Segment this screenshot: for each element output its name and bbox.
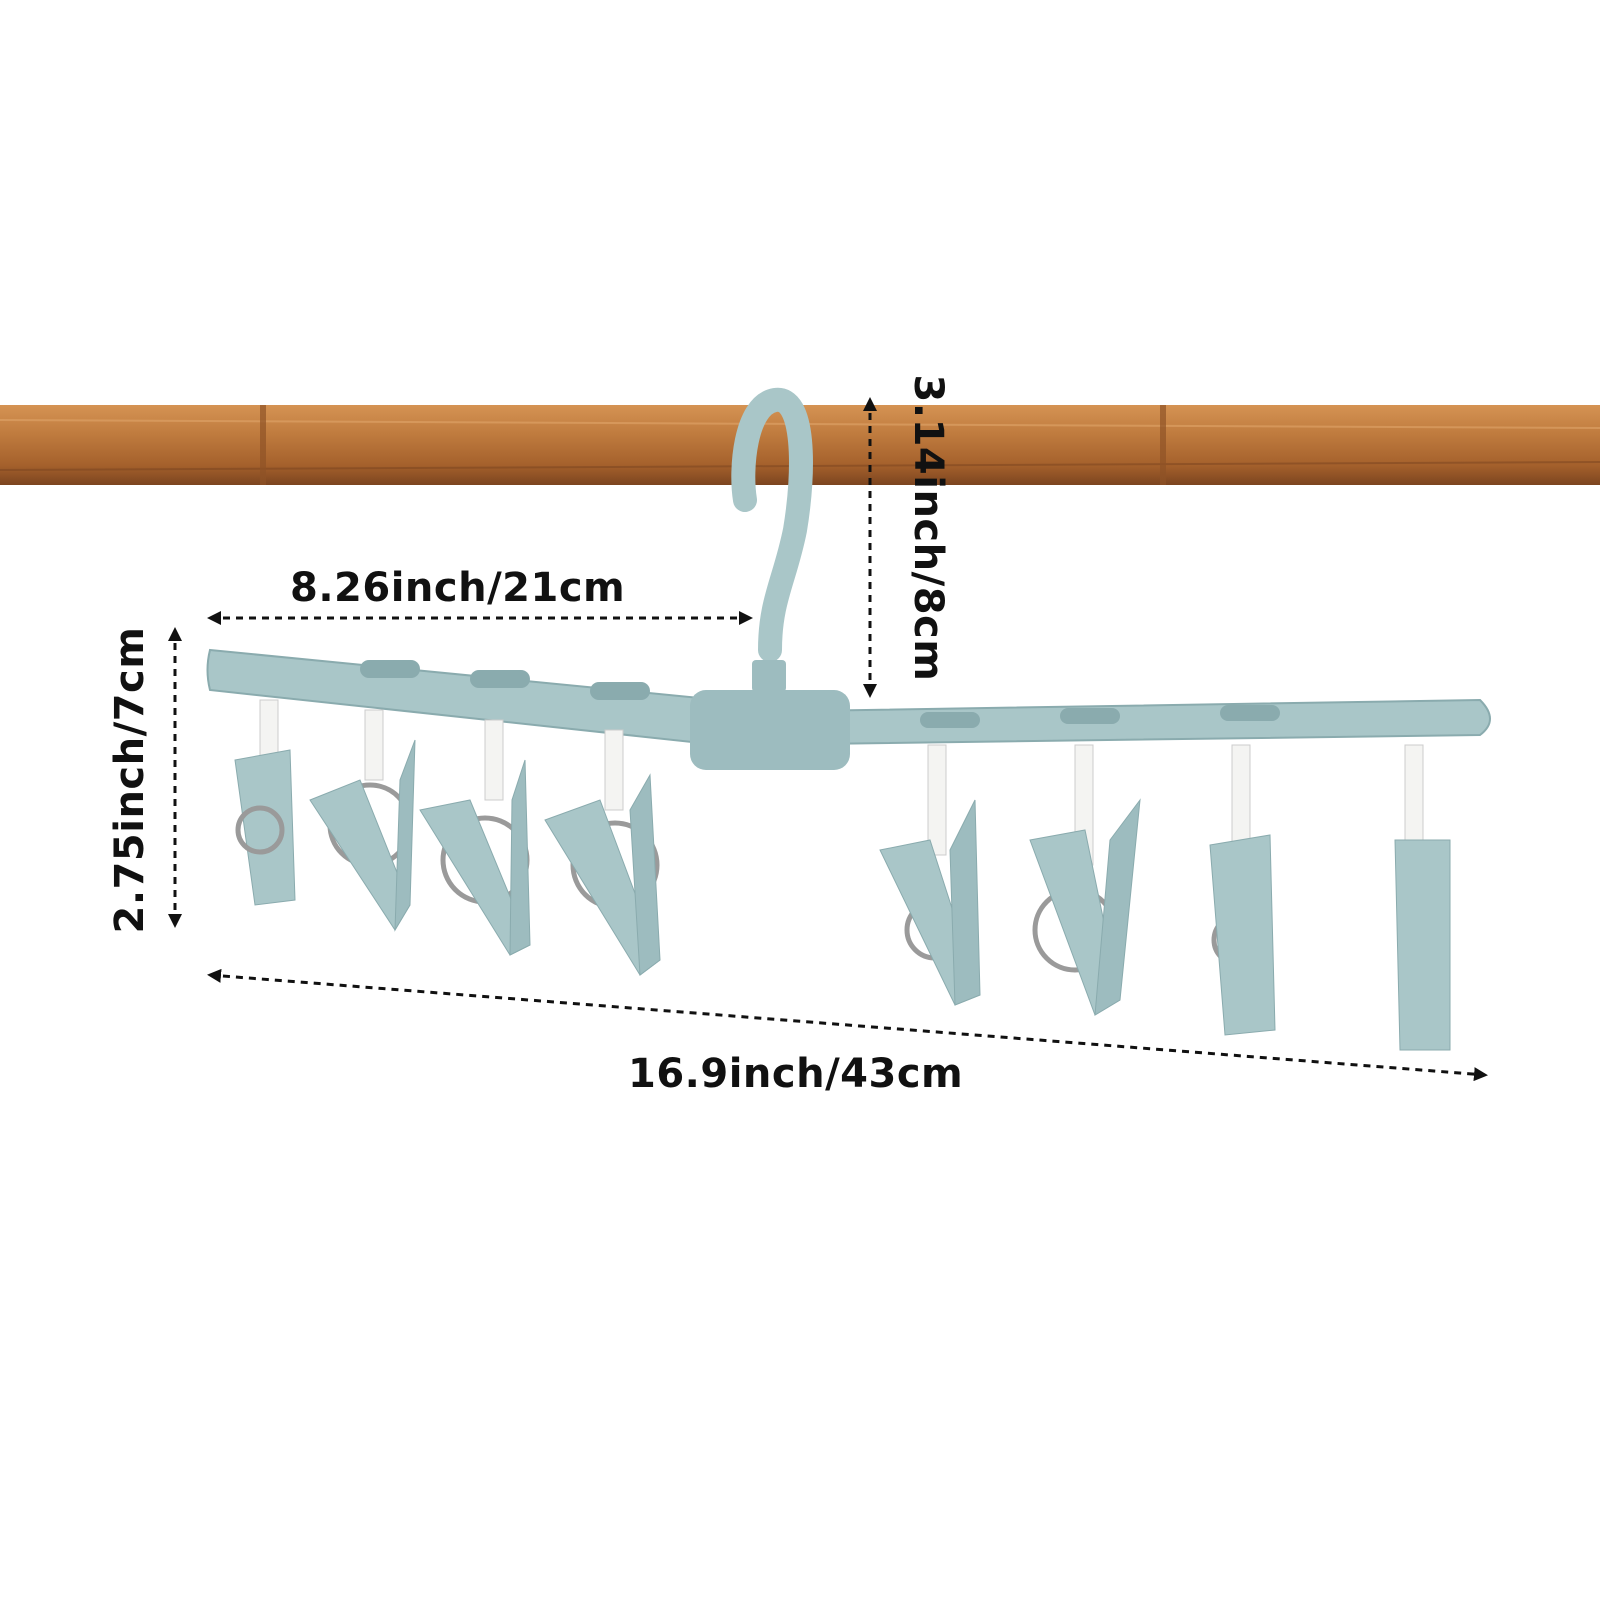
clip-5 <box>879 744 981 1006</box>
clip-height-label: 2.75inch/7cm <box>107 626 153 934</box>
hook-height-label: 3.14inch/8cm <box>905 374 951 682</box>
clip-3 <box>419 719 531 956</box>
clip-2 <box>309 709 416 932</box>
hanger-hook <box>731 387 813 662</box>
clip-6 <box>1029 744 1141 1016</box>
hook-swivel <box>752 660 786 692</box>
clip-4 <box>544 729 661 976</box>
arrow-total-width <box>207 968 1488 1082</box>
clip-8 <box>1394 744 1451 1051</box>
hanger-arm-right <box>739 698 1491 747</box>
total-width-label: 16.9inch/43cm <box>628 1051 964 1097</box>
clip-1 <box>234 699 296 906</box>
clip-7 <box>1209 744 1276 1036</box>
top-width-label: 8.26inch/21cm <box>290 565 626 611</box>
hanger-arm-left <box>206 648 721 747</box>
center-hub <box>690 690 850 770</box>
